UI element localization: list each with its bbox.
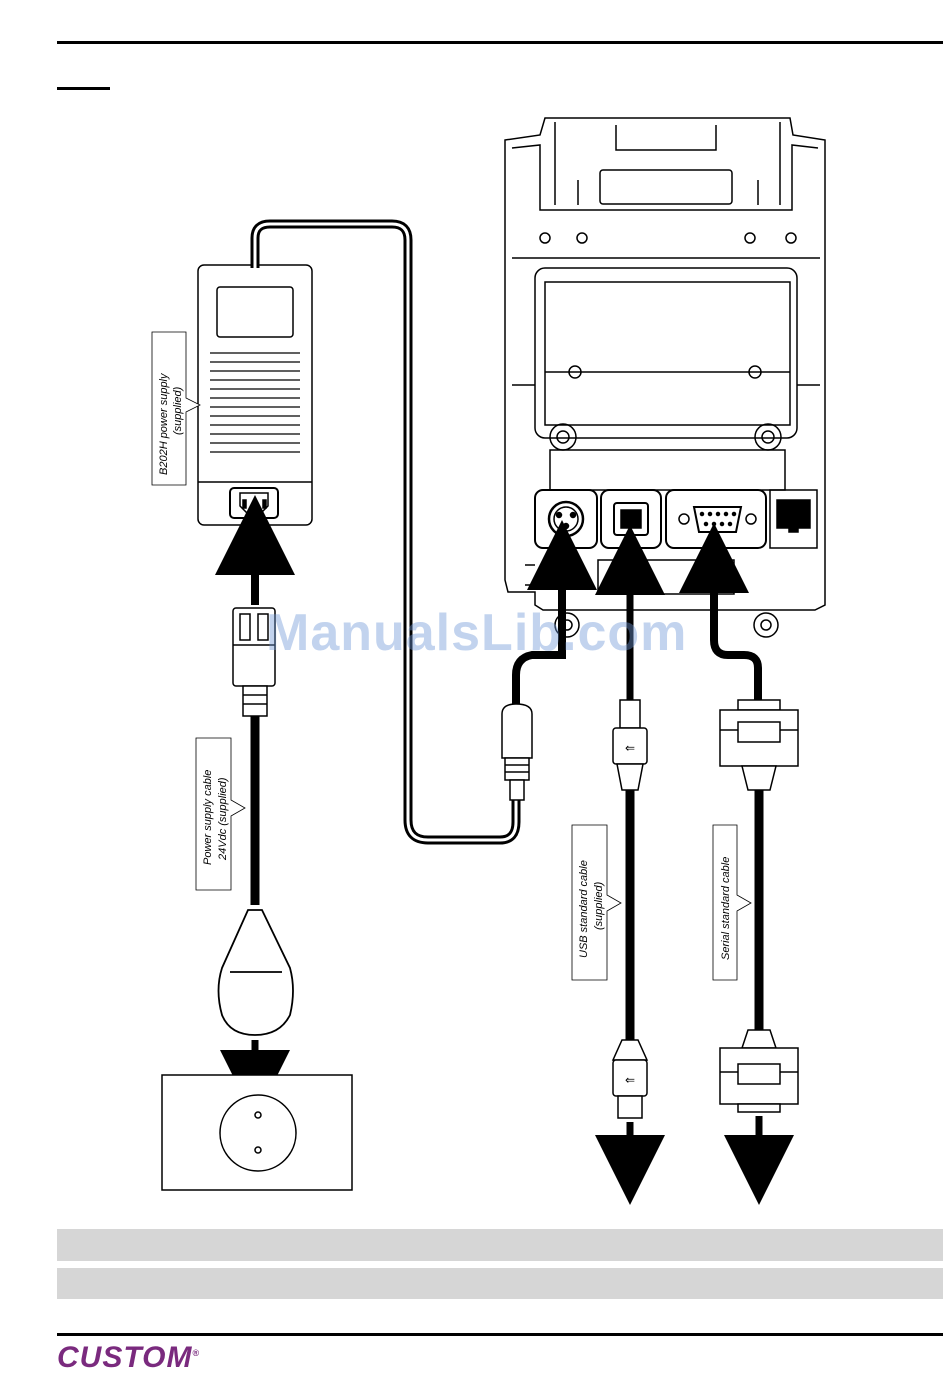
custom-logo: CUSTOM® — [57, 1341, 200, 1375]
serial-cable-label: Serial standard cable — [720, 857, 732, 960]
power-cable-label: Power supply cable — [202, 770, 214, 865]
power-cable-label-2: 24Vdc (supplied) — [217, 777, 229, 861]
usb-a-plug: ⇐ — [613, 1040, 647, 1118]
logo-text: CUSTOM — [57, 1341, 192, 1374]
db9-plug-bottom — [720, 1030, 798, 1112]
usb-cable-label: USB standard cable — [578, 860, 590, 958]
footer-rule — [57, 1333, 943, 1336]
dc-plug — [502, 704, 532, 800]
wall-socket — [162, 1075, 352, 1190]
usb-cable-label-box: USB standard cable (supplied) — [572, 825, 621, 980]
power-supply-label-box: B202H power supply (supplied) — [152, 332, 200, 485]
svg-text:⇐: ⇐ — [625, 741, 635, 755]
power-supply-label: B202H power supply — [158, 372, 170, 475]
usb-b-plug: ⇐ — [613, 700, 647, 790]
watermark: ManualsLib.com — [266, 603, 687, 663]
printer-rear-view — [505, 118, 825, 637]
db9-plug-top — [720, 700, 798, 790]
mains-plug — [219, 910, 294, 1035]
svg-text:⇐: ⇐ — [625, 1073, 635, 1087]
power-supply-unit — [198, 265, 312, 525]
usb-cable-label-2: (supplied) — [593, 881, 605, 930]
gray-bar-1 — [57, 1229, 943, 1261]
serial-cable-label-box: Serial standard cable — [713, 825, 751, 980]
logo-mark: ® — [192, 1348, 200, 1358]
power-cable-label-box: Power supply cable 24Vdc (supplied) — [196, 738, 245, 890]
power-supply-label-2: (supplied) — [172, 386, 184, 435]
gray-bar-2 — [57, 1268, 943, 1299]
